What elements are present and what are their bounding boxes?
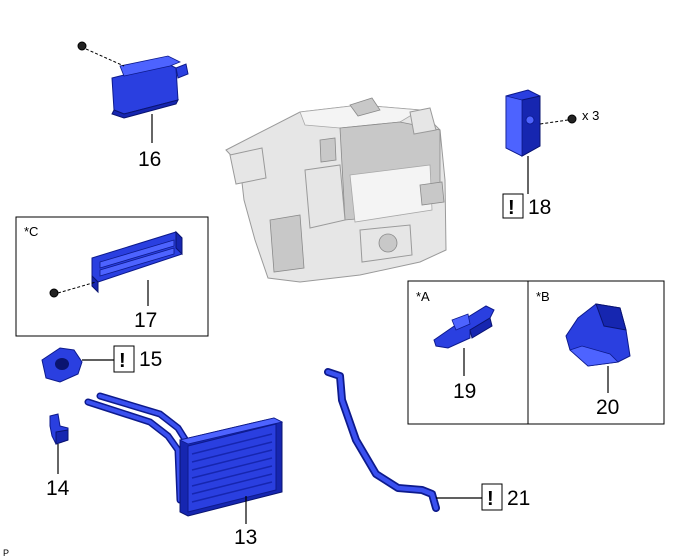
warning-box-icon[interactable]: ! bbox=[502, 193, 524, 219]
bolt-icon bbox=[49, 281, 97, 298]
bolt-icon bbox=[77, 41, 125, 67]
part-18-actuator[interactable] bbox=[505, 89, 541, 157]
screw-icon bbox=[539, 114, 577, 125]
part-17-heater-element[interactable] bbox=[91, 230, 183, 294]
part-number-16: 16 bbox=[138, 148, 161, 171]
part-number-19: 19 bbox=[453, 380, 476, 403]
part-15-seal[interactable] bbox=[41, 347, 83, 383]
warning-box-icon[interactable]: ! bbox=[113, 345, 135, 373]
warning-box-icon[interactable]: ! bbox=[481, 483, 503, 511]
part-number-20: 20 bbox=[596, 396, 619, 419]
group-c-label: *C bbox=[24, 224, 38, 239]
svg-text:!: ! bbox=[487, 488, 494, 510]
part-number-17: 17 bbox=[134, 309, 157, 332]
svg-text:!: ! bbox=[508, 197, 515, 219]
part-14-clip[interactable] bbox=[49, 413, 69, 445]
group-a-label: *A bbox=[416, 289, 430, 304]
heater-housing-assembly bbox=[225, 97, 447, 283]
part-number-15: 15 bbox=[139, 348, 162, 371]
part-number-18: 18 bbox=[528, 196, 551, 219]
quantity-label: x 3 bbox=[582, 108, 599, 123]
corner-mark: P bbox=[3, 548, 9, 558]
svg-text:!: ! bbox=[119, 350, 126, 372]
part-16-module[interactable] bbox=[111, 55, 189, 119]
part-13-heater-core[interactable] bbox=[84, 392, 284, 517]
group-b-label: *B bbox=[536, 289, 550, 304]
part-19-bracket[interactable] bbox=[433, 305, 495, 349]
part-number-21: 21 bbox=[507, 487, 530, 510]
group-ab-frame bbox=[407, 280, 665, 425]
part-number-14: 14 bbox=[46, 477, 70, 500]
group-c-frame bbox=[15, 216, 209, 337]
part-20-duct[interactable] bbox=[565, 303, 631, 367]
part-21-hose[interactable] bbox=[324, 368, 440, 512]
part-number-13: 13 bbox=[234, 526, 257, 549]
